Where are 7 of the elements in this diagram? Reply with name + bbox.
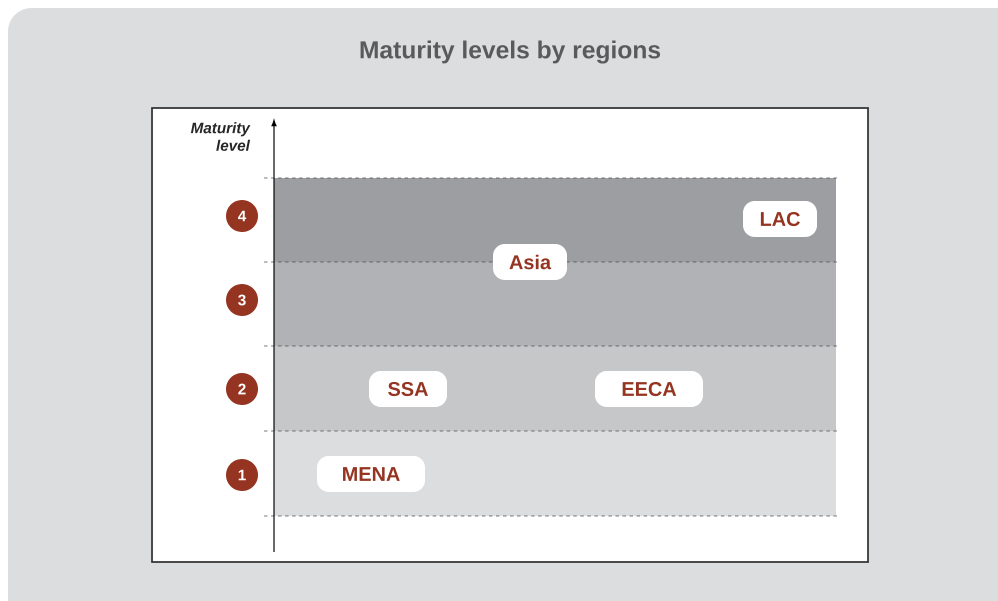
region-pill: SSA <box>369 371 447 407</box>
region-pill: LAC <box>743 201 817 237</box>
title: Maturity levels by regions <box>360 40 660 64</box>
region-pill: MENA <box>317 456 425 492</box>
axis-label: Maturity level <box>190 122 250 151</box>
region-pill: Asia <box>493 244 567 280</box>
region-pill: EECA <box>595 371 703 407</box>
